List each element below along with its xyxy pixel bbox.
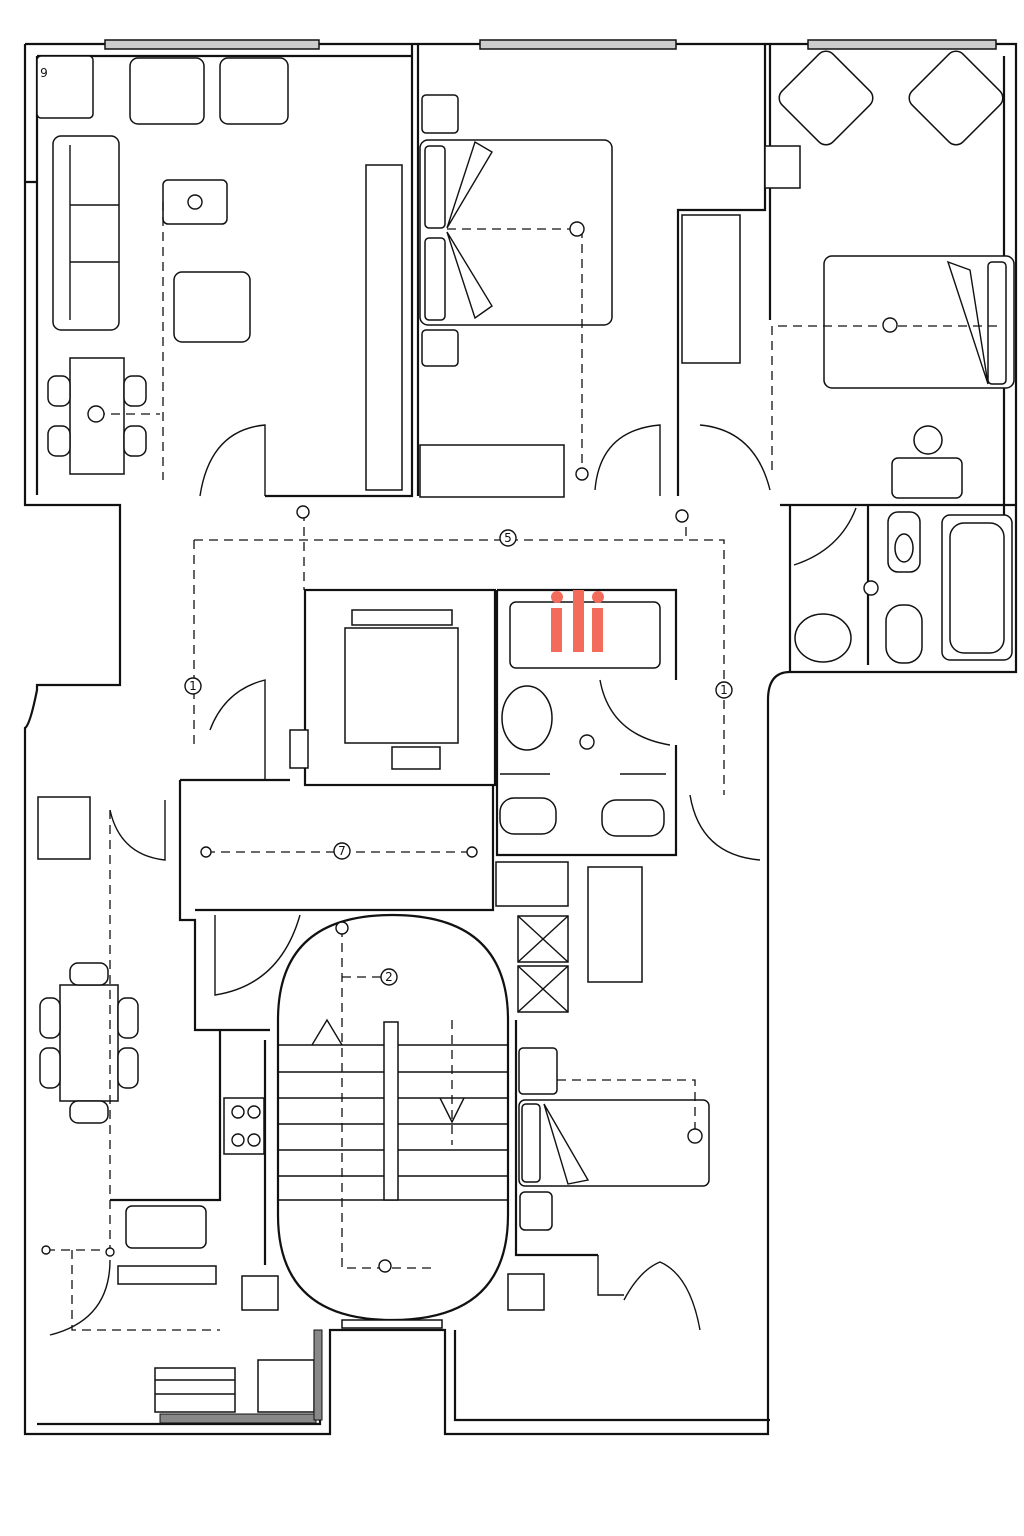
circuit-label-2: 2 (380, 968, 398, 986)
bathroom-1 (780, 503, 1016, 672)
bedroom-1 (419, 94, 771, 498)
electrical-points (41, 194, 898, 1273)
double-bed (419, 139, 613, 326)
sofa (52, 135, 120, 331)
circuit-label-1b: 1 (715, 681, 733, 699)
circuit-label-7: 7 (333, 842, 351, 860)
cooktop (223, 1097, 265, 1155)
watermark-logo (551, 590, 604, 652)
bidet (499, 797, 557, 835)
living-room: 9 (36, 55, 403, 497)
dining-table (59, 984, 119, 1102)
bathroom-2 (495, 588, 678, 857)
armchair (129, 57, 205, 125)
kitchen (37, 796, 267, 1336)
bedroom-2 (764, 50, 1015, 499)
room-tag: 9 (40, 66, 48, 80)
wardrobe (365, 164, 403, 491)
windows (104, 39, 997, 50)
bedroom-3 (507, 1020, 710, 1331)
shafts (495, 861, 643, 1013)
kitchen-sink (125, 1205, 207, 1249)
chair (913, 425, 943, 455)
toilet (501, 685, 553, 751)
nightstand (421, 94, 459, 134)
svg-text:5: 5 (504, 531, 512, 545)
elevator-core (289, 588, 497, 787)
armchair (908, 50, 1004, 146)
svg-text:2: 2 (385, 970, 393, 984)
fridge (37, 796, 91, 860)
cabinet (36, 55, 94, 119)
toilet (601, 799, 665, 837)
bidet (885, 604, 923, 664)
nightstand (518, 1047, 558, 1095)
circuit-label-1a: 1 (184, 677, 202, 695)
nightstand (421, 329, 459, 367)
single-bed (518, 1099, 710, 1187)
svg-text:1: 1 (189, 679, 197, 693)
armchair (219, 57, 289, 125)
svg-text:7: 7 (338, 844, 346, 858)
storage-area (154, 1275, 323, 1424)
bathtub (509, 601, 661, 669)
dresser (419, 444, 565, 498)
elevator-car (344, 627, 459, 744)
armchair (173, 271, 251, 343)
armchair (778, 50, 874, 146)
closet (681, 214, 741, 364)
staircase (276, 913, 510, 1329)
column (764, 145, 801, 189)
circuit-label-5: 5 (499, 529, 517, 547)
double-bed (823, 255, 1015, 389)
svg-text:1: 1 (720, 683, 728, 697)
sink (794, 613, 852, 663)
desk (891, 457, 963, 499)
